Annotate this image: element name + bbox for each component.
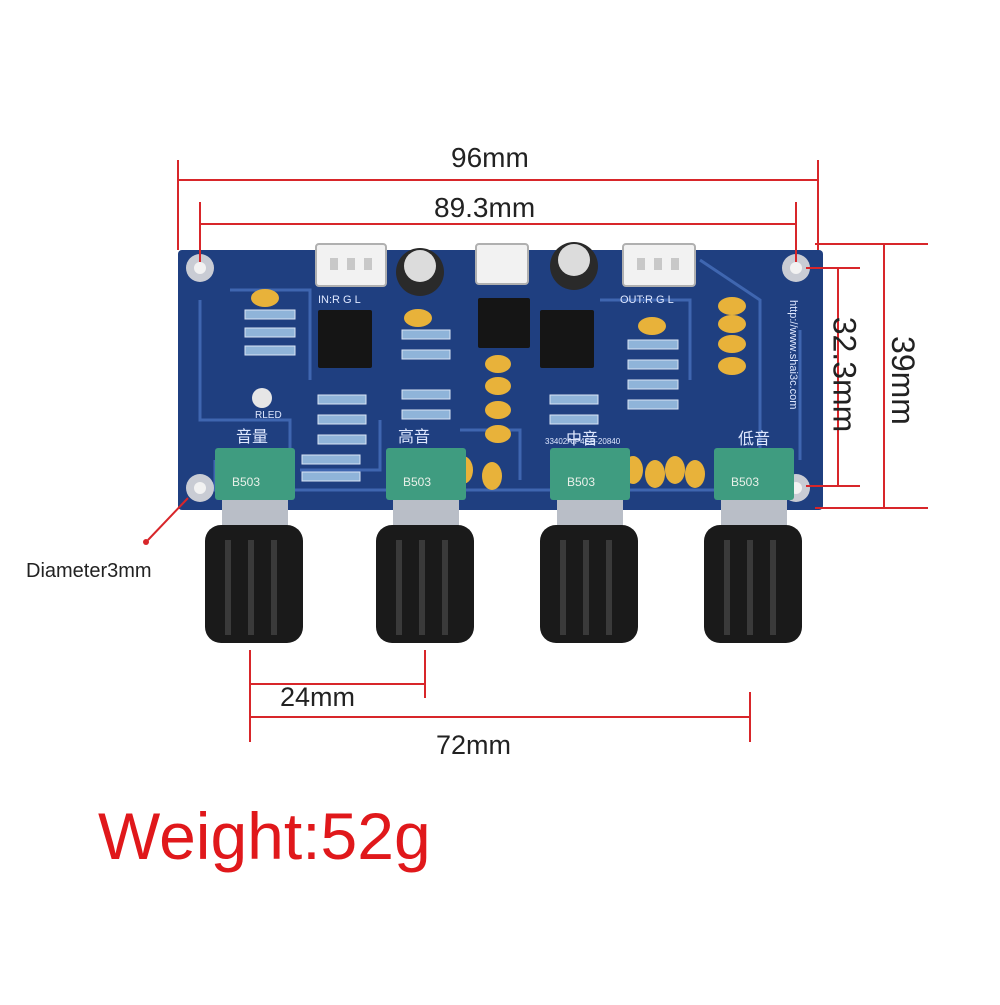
pot-code: B503 bbox=[403, 475, 431, 489]
silk-url: http://www.shai3c.com bbox=[787, 300, 799, 409]
silk-knob-label: 中音 bbox=[566, 430, 598, 448]
silk-out-label: OUT:R G L bbox=[620, 294, 674, 306]
pot-code: B503 bbox=[731, 475, 759, 489]
led bbox=[252, 388, 272, 408]
silk-in-label: IN:R G L bbox=[318, 294, 361, 306]
weight-label: Weight:52g bbox=[98, 799, 431, 873]
overall-width-label: 96mm bbox=[451, 142, 529, 173]
silk-led-label: RLED bbox=[255, 410, 282, 421]
silk-part-code: 33402A/P4SB-20840 bbox=[545, 437, 621, 446]
electrolytic-capacitors bbox=[396, 242, 598, 296]
potentiometers bbox=[215, 448, 794, 500]
hole-diameter-label: Diameter3mm bbox=[26, 560, 152, 582]
silk-knob-label: 音量 bbox=[236, 428, 268, 446]
overall-height-label: 39mm bbox=[884, 336, 921, 425]
pot-code: B503 bbox=[232, 475, 260, 489]
ceramic-capacitors bbox=[251, 289, 746, 490]
knob-span-label: 72mm bbox=[436, 730, 512, 760]
knobs bbox=[205, 525, 802, 643]
knob-pitch-label: 24mm bbox=[280, 682, 356, 712]
pot-code: B503 bbox=[567, 475, 595, 489]
silk-knob-label: 高音 bbox=[398, 428, 430, 446]
hole-width-label: 89.3mm bbox=[434, 192, 536, 223]
hole-height-label: 32.3mm bbox=[826, 316, 863, 433]
silk-knob-label: 低音 bbox=[738, 430, 770, 448]
dimension-lines bbox=[147, 160, 928, 742]
resistors bbox=[244, 309, 679, 482]
ic-chips bbox=[318, 298, 594, 368]
